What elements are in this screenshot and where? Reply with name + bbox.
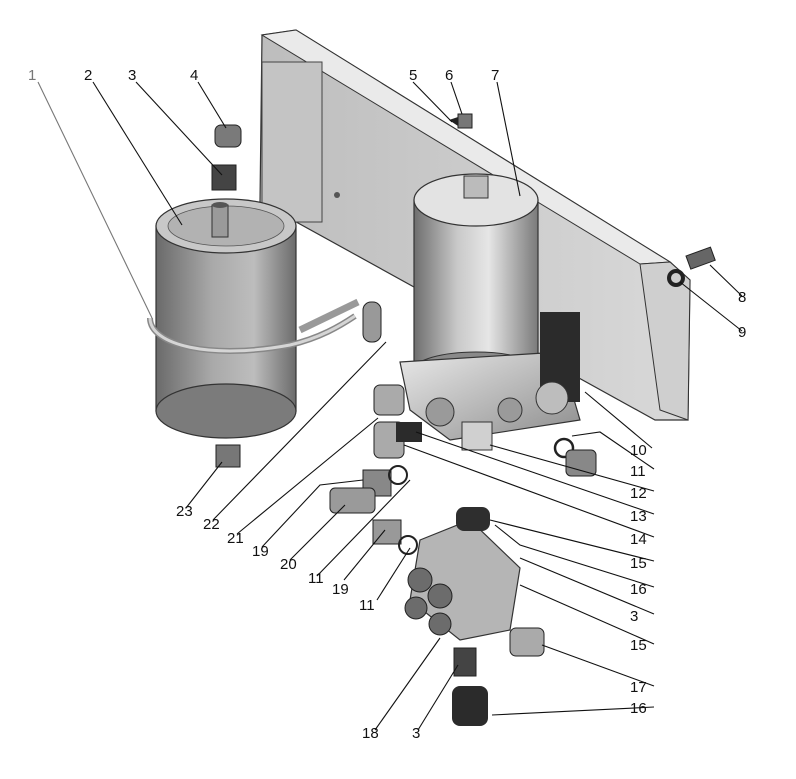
callout-labels: 1 2 3 4 5 6 7 8 9 10 11 12 13 14 15 16 3… <box>28 67 746 742</box>
callout-3-b: 3 <box>630 608 638 625</box>
callout-1: 1 <box>28 67 36 84</box>
callout-14: 14 <box>630 531 647 548</box>
tank-strap <box>147 298 360 354</box>
callout-16-b: 16 <box>630 700 647 717</box>
callout-10: 10 <box>630 442 647 459</box>
callout-3-c: 3 <box>412 725 420 742</box>
callout-22: 22 <box>203 516 220 533</box>
callout-5: 5 <box>409 67 417 84</box>
callout-12: 12 <box>630 485 647 502</box>
callout-19-b: 19 <box>332 581 349 598</box>
callout-16: 16 <box>630 581 647 598</box>
callout-13: 13 <box>630 508 647 525</box>
callout-8: 8 <box>738 289 746 306</box>
callout-3: 3 <box>128 67 136 84</box>
callout-23: 23 <box>176 503 193 520</box>
callout-11: 11 <box>630 463 646 480</box>
callout-18: 18 <box>362 725 379 742</box>
callout-4: 4 <box>190 67 198 84</box>
air-tank <box>155 198 297 439</box>
callout-19: 19 <box>252 543 269 560</box>
callout-20: 20 <box>280 556 297 573</box>
fittings <box>211 113 716 726</box>
dryer-valve-body <box>399 312 581 451</box>
leader-lines <box>37 81 743 731</box>
callout-9: 9 <box>738 324 746 341</box>
callout-6: 6 <box>445 67 453 84</box>
callout-21: 21 <box>227 530 244 547</box>
callout-15: 15 <box>630 555 647 572</box>
protection-valve <box>404 507 521 641</box>
callout-17: 17 <box>630 679 647 696</box>
callout-7: 7 <box>491 67 499 84</box>
callout-2: 2 <box>84 67 92 84</box>
callout-11-c: 11 <box>359 597 375 614</box>
callout-15-b: 15 <box>630 637 647 654</box>
callout-11-b: 11 <box>308 570 324 587</box>
